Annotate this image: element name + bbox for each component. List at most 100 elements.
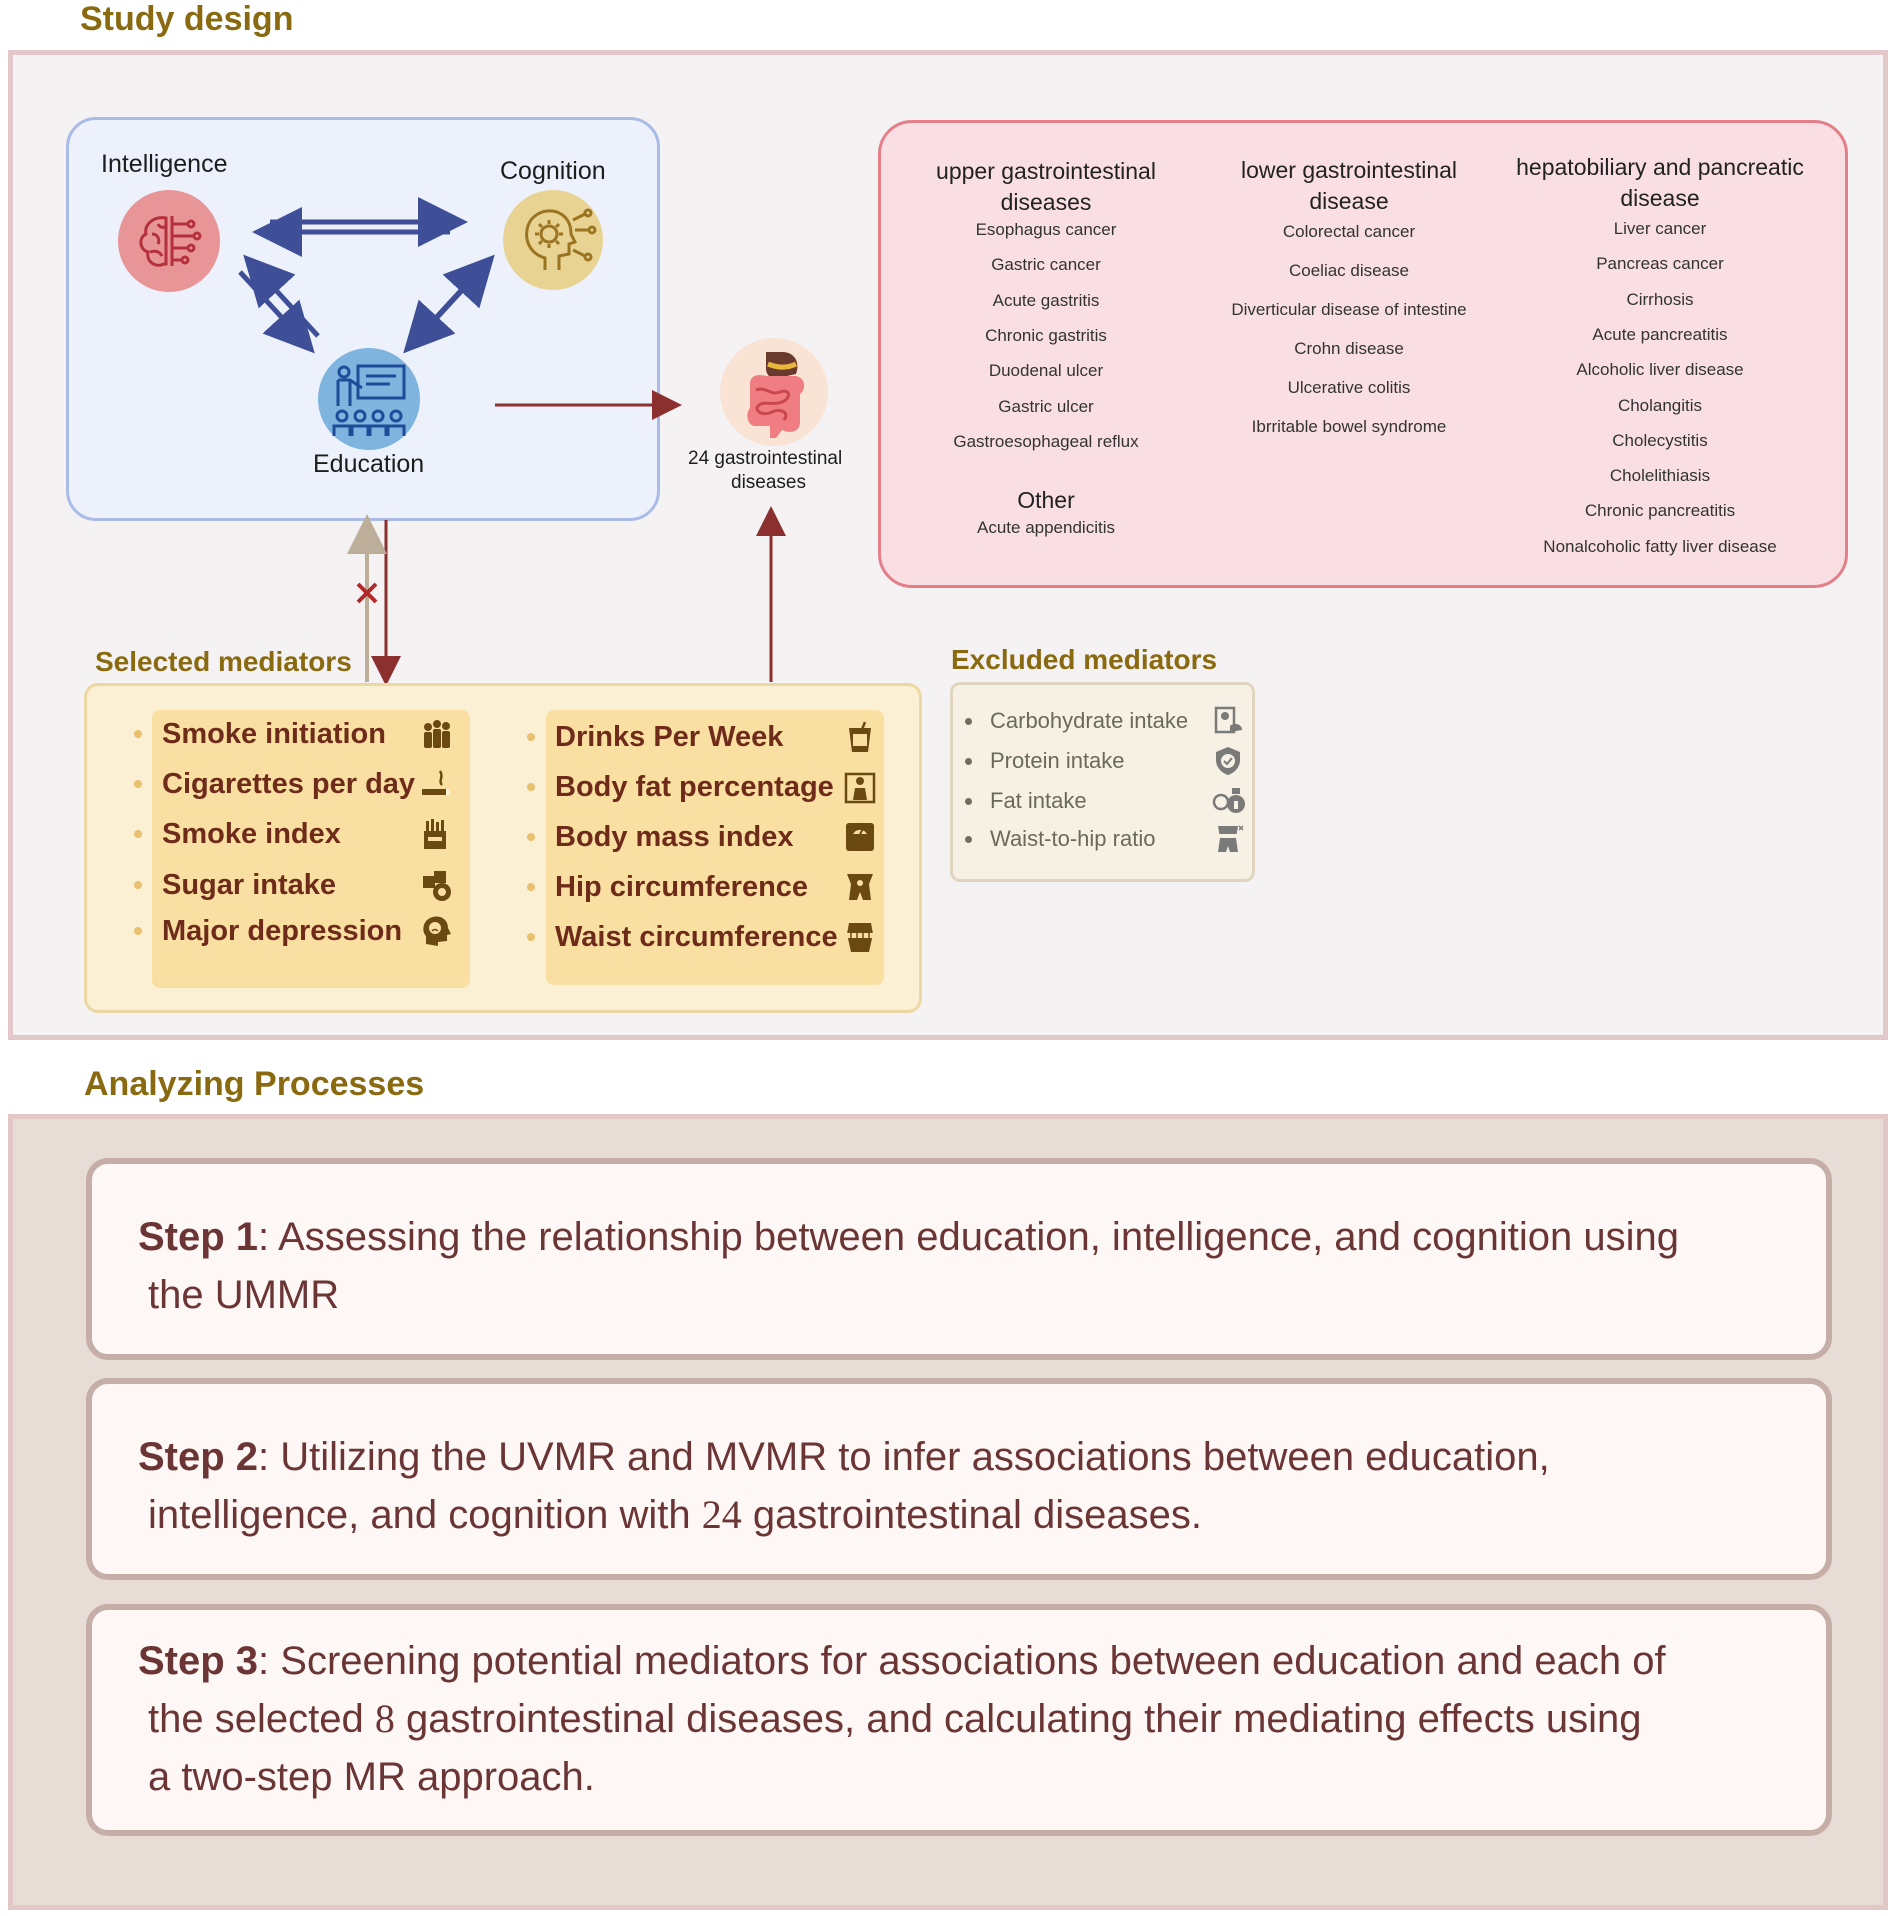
mediator-label: Body mass index xyxy=(555,820,794,853)
mediator-item: Waist circumference xyxy=(527,917,838,957)
head-gear-icon xyxy=(503,190,603,290)
disease-group-title-lower: lower gastrointestinal xyxy=(1240,157,1458,183)
disease-item: Ibrritable bowel syndrome xyxy=(1251,417,1447,436)
mediator-label: Sugar intake xyxy=(162,868,337,901)
disease-group-title-other: Other xyxy=(1017,487,1075,513)
excluded-mediator-label: Waist-to-hip ratio xyxy=(990,826,1156,851)
bullet-dot xyxy=(527,833,535,841)
protein-shield-icon xyxy=(1212,744,1242,775)
step-1-label: Step 1 xyxy=(138,1215,259,1259)
carbohydrate-icon xyxy=(1212,704,1242,734)
mediator-label: Hip circumference xyxy=(555,870,809,903)
disease-group-title-upper-line2: diseases xyxy=(1000,189,1092,215)
disease-item: Gastroesophageal reflux xyxy=(953,432,1139,451)
mediator-item: Sugar intake xyxy=(134,865,336,905)
mediator-item: Body mass index xyxy=(527,817,794,857)
step-2-label: Step 2 xyxy=(138,1435,259,1479)
bullet-dot xyxy=(134,780,142,788)
mediator-item: Body fat percentage xyxy=(527,767,834,807)
disease-item: Gastric ulcer xyxy=(998,397,1094,416)
cigarette-icon xyxy=(420,767,454,801)
hip-icon xyxy=(843,870,877,904)
intestine-icon xyxy=(720,338,828,446)
excluded-mediator-item: Protein intake xyxy=(965,745,1125,777)
bullet-dot xyxy=(134,830,142,838)
bullet-dot xyxy=(965,797,972,805)
outcome-label-line1: 24 gastrointestinal xyxy=(688,448,843,469)
disease-item: Ulcerative colitis xyxy=(1287,378,1411,397)
bullet-dot xyxy=(134,730,142,738)
blocked-cross-icon xyxy=(356,582,378,604)
education-label: Education xyxy=(313,450,425,478)
analyzing-processes-title: Analyzing Processes xyxy=(84,1065,425,1103)
excluded-mediator-item: Fat intake xyxy=(965,785,1087,817)
disease-item: Nonalcoholic fatty liver disease xyxy=(1543,537,1777,556)
bullet-dot xyxy=(527,933,535,941)
disease-item: Alcoholic liver disease xyxy=(1576,360,1744,379)
mediator-label: Drinks Per Week xyxy=(555,720,784,753)
disease-item: Acute appendicitis xyxy=(977,518,1115,537)
mediator-item: Smoke index xyxy=(134,814,341,854)
excluded-mediator-item: Carbohydrate intake xyxy=(965,705,1188,737)
excluded-mediators-box xyxy=(950,682,1255,882)
arrow-intelligence-education xyxy=(238,254,320,354)
sad-head-icon xyxy=(420,914,454,948)
disease-item: Pancreas cancer xyxy=(1596,254,1724,273)
disease-item: Gastric cancer xyxy=(991,255,1101,274)
excluded-mediator-item: Waist-to-hip ratio xyxy=(965,823,1155,855)
disease-item: Acute gastritis xyxy=(992,291,1100,310)
disease-item: Coeliac disease xyxy=(1288,261,1409,280)
mediator-item: Major depression xyxy=(134,911,402,951)
disease-group-title-upper: upper gastrointestinal xyxy=(936,158,1156,184)
selected-mediators-right-panel xyxy=(546,710,884,985)
step-2-text: Step 2: Utilizing the UVMR and MVMR to i… xyxy=(138,1435,1550,1537)
bullet-dot xyxy=(527,883,535,891)
bullet-dot xyxy=(527,783,535,791)
mediator-label: Smoke initiation xyxy=(162,717,386,750)
step-3-card: Step 3: Screening potential mediators fo… xyxy=(86,1604,1832,1836)
arrows-layer xyxy=(238,197,786,686)
mediator-label: Cigarettes per day xyxy=(162,767,416,800)
disease-item: Diverticular disease of intestine xyxy=(1231,300,1467,319)
scale-icon xyxy=(843,820,877,854)
intelligence-label: Intelligence xyxy=(101,150,228,178)
disease-item: Liver cancer xyxy=(1613,219,1707,238)
arrow-intelligence-cognition xyxy=(252,197,468,257)
excluded-mediators-label: Excluded mediators xyxy=(951,644,1218,675)
mediator-label: Major depression xyxy=(162,914,403,947)
disease-group-title-hepato-line2: disease xyxy=(1620,185,1700,211)
mediator-item: Cigarettes per day xyxy=(134,764,415,804)
waist-tape-icon xyxy=(843,920,877,954)
study-design-title: Study design xyxy=(80,0,294,38)
disease-item: Cholelithiasis xyxy=(1609,466,1711,485)
bullet-dot xyxy=(134,927,142,935)
arrow-cognition-education xyxy=(403,254,495,354)
teacher-icon xyxy=(318,348,420,450)
sugar-cubes-icon xyxy=(420,868,454,902)
disease-item: Colorectal cancer xyxy=(1282,222,1416,241)
people-icon xyxy=(420,717,454,751)
excluded-mediator-label: Carbohydrate intake xyxy=(990,708,1189,733)
body-fat-icon xyxy=(843,770,877,804)
bullet-dot xyxy=(965,757,972,765)
step-1-card: Step 1: Assessing the relationship betwe… xyxy=(86,1158,1832,1360)
disease-groups-box xyxy=(878,120,1848,588)
disease-item: Chronic pancreatitis xyxy=(1584,501,1736,520)
disease-item: Cirrhosis xyxy=(1626,290,1694,309)
mediator-item: Drinks Per Week xyxy=(527,717,783,757)
disease-item: Esophagus cancer xyxy=(975,220,1117,239)
excluded-mediator-label: Fat intake xyxy=(990,788,1087,813)
drink-glass-icon xyxy=(843,720,877,754)
mediator-item: Smoke initiation xyxy=(134,714,386,754)
excluded-mediator-label: Protein intake xyxy=(990,748,1125,773)
brain-icon xyxy=(118,190,220,292)
disease-item: Chronic gastritis xyxy=(985,326,1107,345)
mediator-label: Waist circumference xyxy=(555,920,838,953)
mediator-item: Hip circumference xyxy=(527,867,808,907)
mediator-label: Smoke index xyxy=(162,817,341,850)
mediator-label: Body fat percentage xyxy=(555,770,834,803)
step-3-label: Step 3 xyxy=(138,1639,259,1683)
disease-group-title-lower-line2: disease xyxy=(1309,188,1389,214)
step-3-text: Step 3: Screening potential mediators fo… xyxy=(138,1639,1666,1799)
bullet-dot xyxy=(527,733,535,741)
